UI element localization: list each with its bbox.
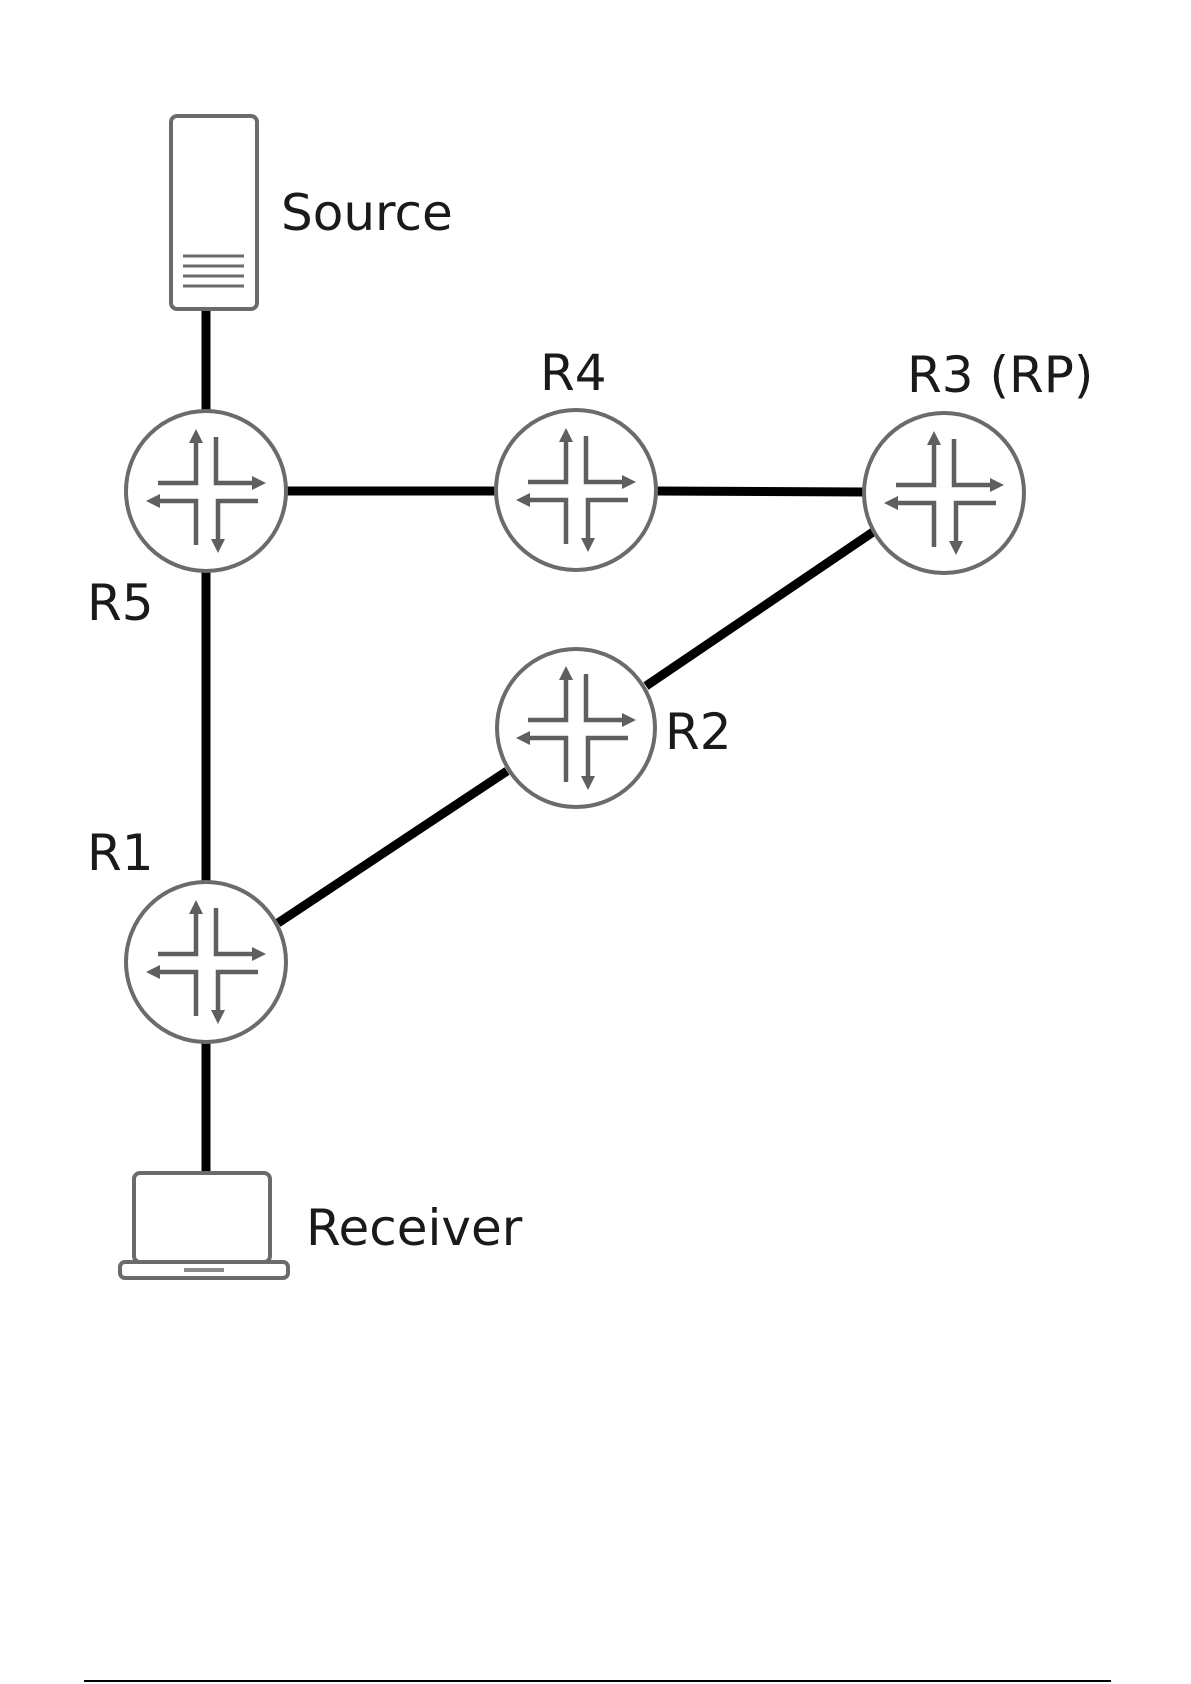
laptop-icon[interactable] xyxy=(120,1173,288,1278)
router-r4-icon[interactable] xyxy=(496,410,656,570)
receiver-label: Receiver xyxy=(306,1199,523,1257)
router-r1-label: R1 xyxy=(87,824,154,882)
link-r4-r3 xyxy=(656,491,864,492)
link-r3-r2 xyxy=(646,532,873,686)
source-label: Source xyxy=(281,184,453,242)
link-r2-r1 xyxy=(278,771,507,923)
router-r4-label: R4 xyxy=(540,344,607,402)
router-r3-icon[interactable] xyxy=(864,413,1024,573)
router-r1-icon[interactable] xyxy=(126,882,286,1042)
router-r5-label: R5 xyxy=(87,574,154,632)
router-r2-icon[interactable] xyxy=(497,649,655,807)
router-r2-label: R2 xyxy=(665,703,732,761)
router-r5-icon[interactable] xyxy=(126,411,286,571)
server-icon[interactable] xyxy=(171,116,257,309)
router-r3-label: R3 (RP) xyxy=(907,346,1093,404)
